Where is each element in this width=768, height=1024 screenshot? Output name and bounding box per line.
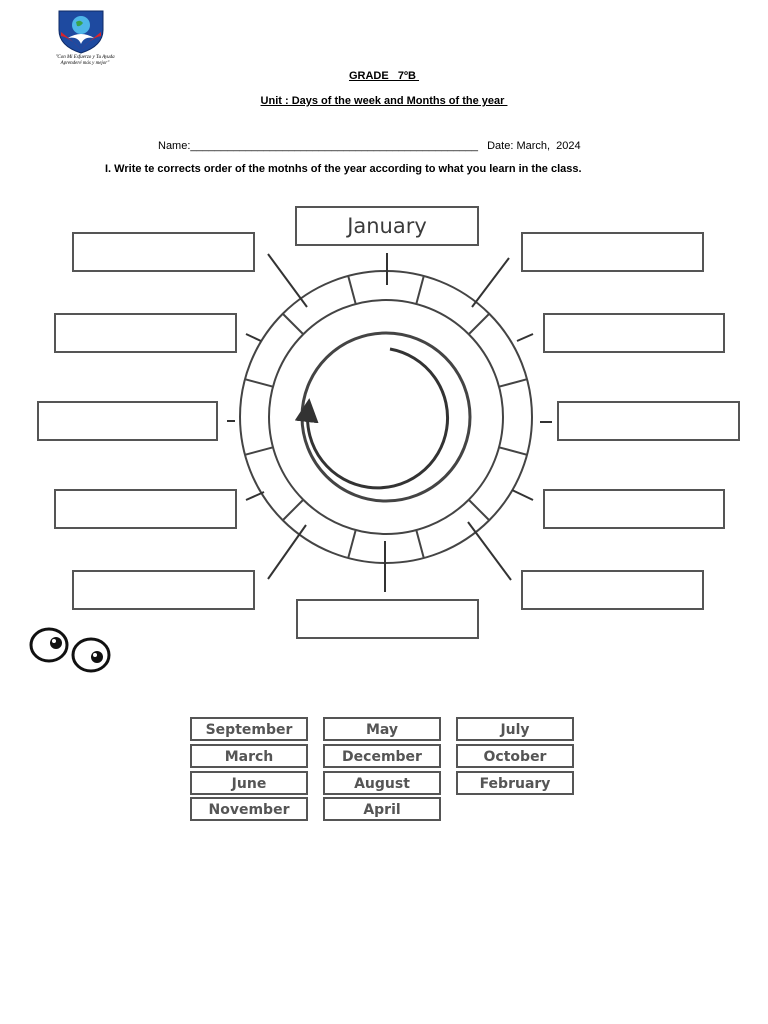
logo-motto-line2: Aprenderé más y mejor" <box>60 61 110 66</box>
answer-box-left-5[interactable] <box>72 570 255 610</box>
word-tile[interactable]: July <box>456 717 574 741</box>
name-date-row: Name:___________________________________… <box>158 140 581 152</box>
answer-box-right-4[interactable] <box>543 489 725 529</box>
answer-box-left-3[interactable] <box>37 401 218 441</box>
word-tile-label: June <box>231 776 267 792</box>
word-tile[interactable]: April <box>323 797 441 821</box>
cycle-arrow-icon <box>294 347 450 490</box>
word-tile[interactable]: March <box>190 744 308 768</box>
answer-box-right-2[interactable] <box>543 313 725 353</box>
instruction-text: I. Write te corrects order of the motnhs… <box>105 163 582 175</box>
answer-box-left-2[interactable] <box>54 313 237 353</box>
connector-lines <box>227 253 552 592</box>
word-tile-label: November <box>209 802 290 818</box>
word-tile-label: December <box>342 749 422 765</box>
word-tile-label: March <box>225 749 274 765</box>
ring-divider <box>347 275 357 305</box>
ring-divider <box>498 446 528 456</box>
word-tile[interactable]: October <box>456 744 574 768</box>
word-tile-label: July <box>499 722 529 738</box>
word-tile-label: August <box>354 776 410 792</box>
grade-heading: GRADE 7ºB <box>348 70 420 82</box>
wheel <box>239 270 533 564</box>
word-tile[interactable]: November <box>190 797 308 821</box>
date-text: Date: March, 2024 <box>487 140 581 152</box>
ring-divider <box>415 529 425 559</box>
googly-eyes-icon <box>29 627 111 673</box>
word-tile[interactable]: December <box>323 744 441 768</box>
word-tile[interactable]: June <box>190 771 308 795</box>
word-tile-label: October <box>484 749 547 765</box>
ring-divider <box>282 313 304 335</box>
word-tile-label: September <box>206 722 293 738</box>
ring-divider <box>468 499 490 521</box>
word-tile[interactable]: September <box>190 717 308 741</box>
answer-box-bottom[interactable] <box>296 599 479 639</box>
logo-motto-line1: "Con Mi Esfuerzo y Tu Ayuda <box>55 55 115 60</box>
word-tile-label: April <box>363 802 400 818</box>
ring-divider <box>244 378 274 388</box>
word-tile[interactable]: May <box>323 717 441 741</box>
ring-divider <box>282 499 304 521</box>
word-tile[interactable]: February <box>456 771 574 795</box>
given-month-box: January <box>295 206 479 246</box>
school-crest-icon <box>58 10 104 54</box>
given-month-label: January <box>345 214 427 238</box>
unit-heading: Unit : Days of the week and Months of th… <box>260 95 508 107</box>
word-tile-label: May <box>366 722 398 738</box>
ring-divider <box>347 529 357 559</box>
ring-divider <box>415 275 425 305</box>
word-tile-label: February <box>480 776 551 792</box>
answer-box-right-3[interactable] <box>557 401 740 441</box>
name-blank-field[interactable]: ________________________________________… <box>190 140 478 152</box>
answer-box-left-1[interactable] <box>72 232 255 272</box>
name-label: Name: <box>158 140 191 152</box>
ring-divider <box>244 446 274 456</box>
answer-box-left-4[interactable] <box>54 489 237 529</box>
school-logo: "Con Mi Esfuerzo y Tu Ayuda Aprenderé má… <box>40 8 130 72</box>
word-tile[interactable]: August <box>323 771 441 795</box>
ring-divider <box>498 378 528 388</box>
answer-box-right-1[interactable] <box>521 232 704 272</box>
answer-box-right-5[interactable] <box>521 570 704 610</box>
ring-divider <box>468 313 490 335</box>
